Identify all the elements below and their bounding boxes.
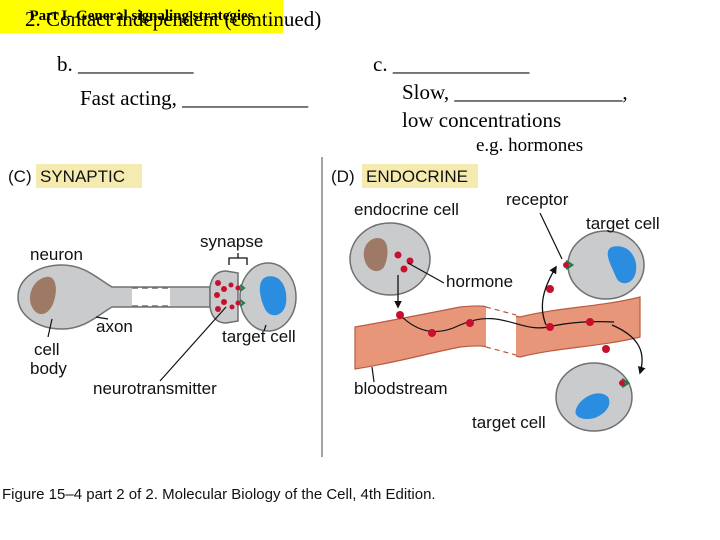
label-target-cell-top: target cell <box>586 214 660 233</box>
label-cell-body-line-2: body <box>30 359 67 378</box>
panel-d-letter: (D) <box>331 167 355 186</box>
label-neuron: neuron <box>30 245 83 264</box>
item-b-heading: b. ___________ <box>57 52 194 76</box>
panel-synaptic: (C) SYNAPTIC <box>8 164 297 398</box>
endocrine-cell <box>349 222 431 296</box>
label-endocrine-cell: endocrine cell <box>354 200 459 219</box>
label-cell-body-line-1: cell <box>34 340 60 359</box>
neurotransmitter-vesicles <box>214 280 235 312</box>
panel-d-title: ENDOCRINE <box>366 167 468 186</box>
section-badge: Part I- General signaling strategies <box>0 0 283 33</box>
endocrine-title-highlight <box>362 164 478 188</box>
label-synaptic-target-cell: target cell <box>222 327 296 346</box>
label-receptor: receptor <box>506 190 569 209</box>
item-c-description-2: low concentrations <box>402 108 562 132</box>
label-synapse: synapse <box>200 232 263 251</box>
endocrine-target-cell-bottom <box>555 362 633 432</box>
panel-c-title: SYNAPTIC <box>40 167 125 186</box>
label-bloodstream: bloodstream <box>354 379 448 398</box>
panel-c-letter: (C) <box>8 167 32 186</box>
bloodstream-vessel <box>354 296 641 370</box>
label-hormone: hormone <box>446 272 513 291</box>
item-c-example: e.g. hormones <box>476 135 584 156</box>
synaptic-target-cell <box>235 262 297 332</box>
hormone-molecules <box>396 285 610 353</box>
item-b-description: Fast acting, ____________ <box>80 86 309 110</box>
figure-caption: Figure 15–4 part 2 of 2. Molecular Biolo… <box>2 486 436 503</box>
item-c-heading: c. _____________ <box>373 52 530 76</box>
label-neurotransmitter: neurotransmitter <box>93 379 217 398</box>
slide-title: 2. Contact independent (continued) <box>25 7 322 31</box>
panel-endocrine: (D) ENDOCRINE <box>331 164 660 432</box>
endocrine-target-cell-top <box>563 230 645 300</box>
target-cell-nucleus <box>259 276 287 316</box>
label-target-cell-bottom: target cell <box>472 413 546 432</box>
signaling-figure: (C) SYNAPTIC <box>0 157 680 504</box>
item-c-description-1: Slow, ________________, <box>402 80 628 104</box>
label-axon: axon <box>96 317 133 336</box>
neuron-nucleus <box>29 276 56 315</box>
synaptic-title-highlight <box>36 164 142 188</box>
